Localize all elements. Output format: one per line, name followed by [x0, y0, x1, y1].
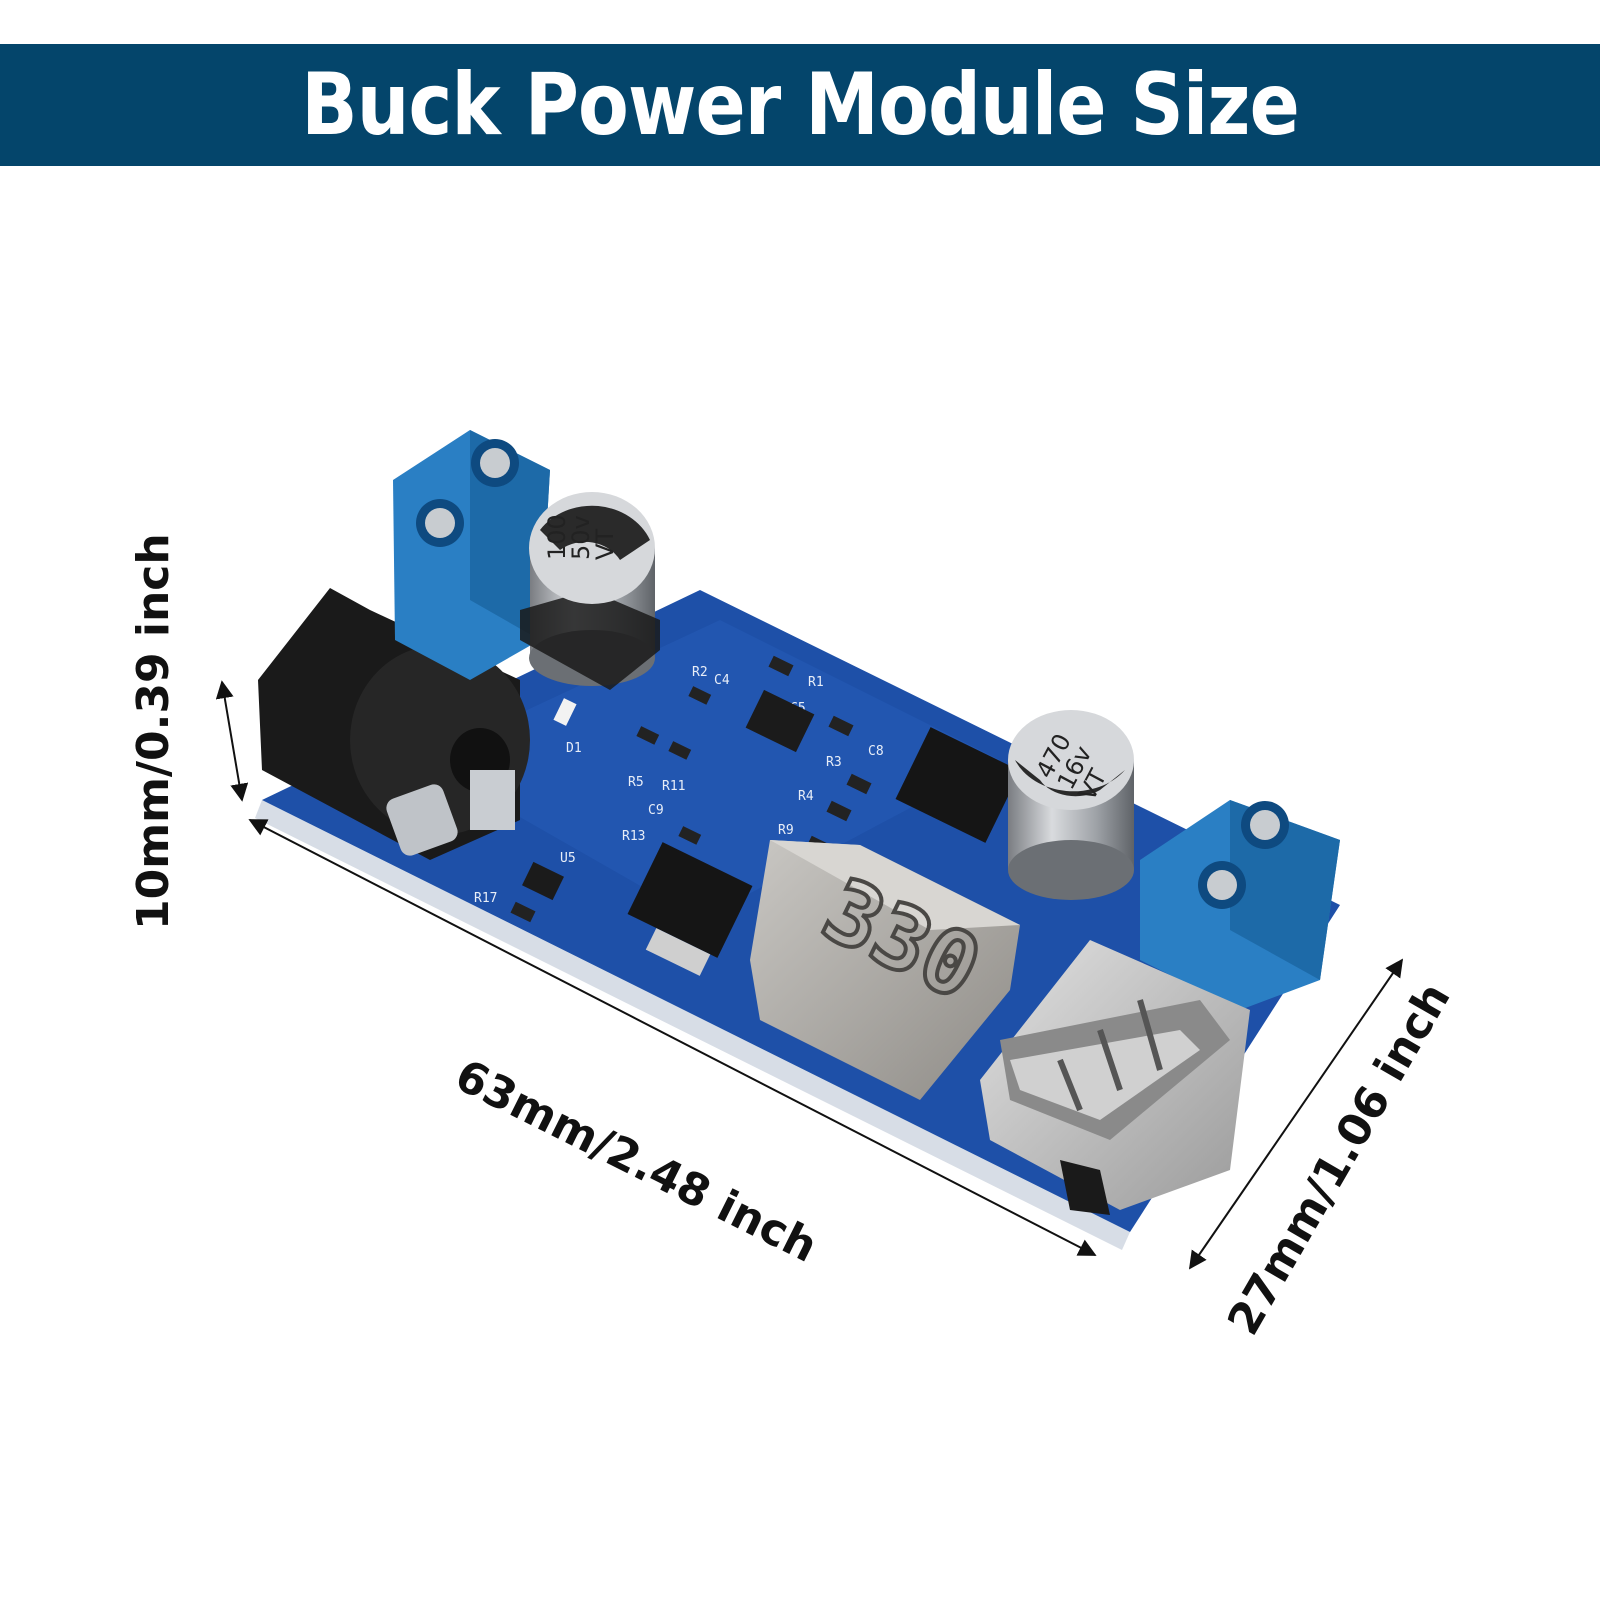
- cap-large-line1: 100: [543, 514, 571, 560]
- silk-c4: C4: [714, 673, 730, 688]
- width-dimension-arrow: [1188, 958, 1404, 1270]
- silk-r1: R1: [808, 675, 824, 690]
- height-dimension-arrow: [215, 680, 249, 802]
- silk-r5: R5: [628, 775, 644, 790]
- silk-u5: U5: [560, 851, 576, 866]
- cap-large-line2: 50v: [567, 515, 595, 560]
- silk-r17: R17: [474, 891, 497, 906]
- silk-r4: R4: [798, 789, 814, 804]
- mosfet-upper: [895, 727, 1021, 843]
- silk-r3: R3: [826, 755, 842, 770]
- pcb-copper-pour: [420, 620, 1000, 920]
- output-terminal-block: [1140, 800, 1340, 1010]
- banner-title: Buck Power Module Size: [301, 55, 1300, 155]
- controller-ic: [745, 689, 815, 753]
- title-banner: Buck Power Module Size: [0, 44, 1600, 166]
- diode-d1: [553, 698, 577, 726]
- silk-r11: R11: [662, 779, 685, 794]
- silk-r2: R2: [692, 665, 708, 680]
- silk-c9: C9: [648, 803, 664, 818]
- silk-r13: R13: [622, 829, 645, 844]
- height-dimension-label: 10mm/0.39 inch: [128, 533, 179, 930]
- silk-c8: C8: [868, 744, 884, 759]
- capacitor-100-50v: 100 50v VT: [520, 492, 660, 690]
- length-dimension-arrow: [248, 819, 1097, 1256]
- capacitor-470-16v: 470 16v VT: [1008, 710, 1134, 900]
- cap-large-line3: VT: [591, 529, 619, 560]
- silk-d1: D1: [566, 741, 582, 756]
- silk-r9: R9: [778, 823, 794, 838]
